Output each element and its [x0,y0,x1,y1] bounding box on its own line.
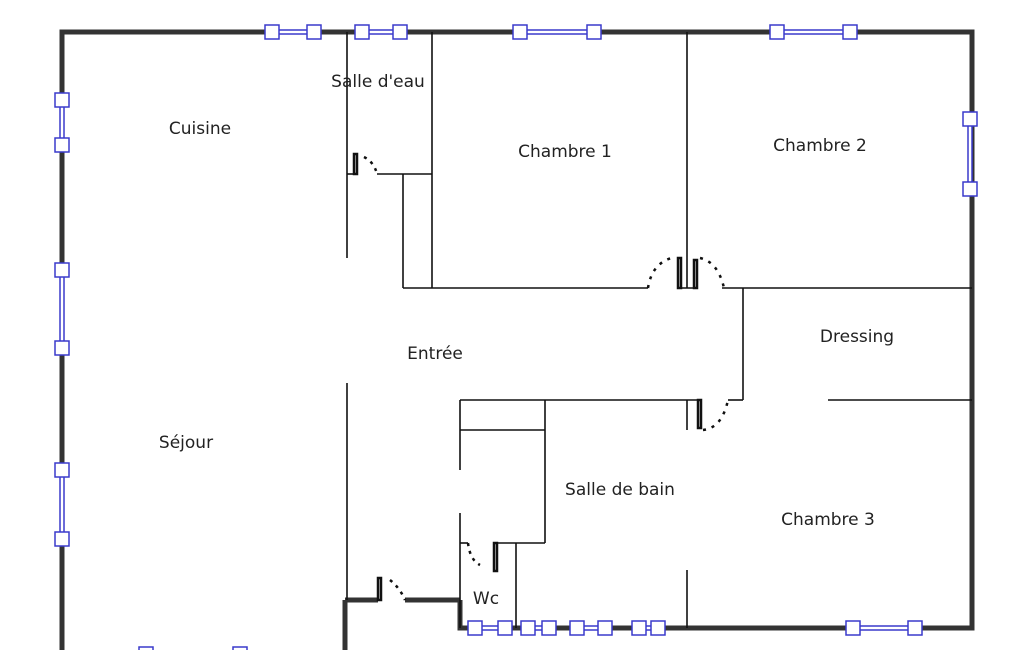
window[interactable] [54,462,70,547]
window[interactable] [467,620,513,636]
window[interactable] [138,646,248,650]
door-chambre2[interactable] [692,256,726,290]
window[interactable] [54,92,70,153]
window[interactable] [962,111,978,197]
room-label-dressing: Dressing [819,327,895,347]
room-label-salle-deau: Salle d'eau [331,72,425,92]
window[interactable] [520,620,557,636]
room-label-chambre2: Chambre 2 [773,136,867,156]
door-wc[interactable] [466,541,499,573]
room-label-wc: Wc [472,589,500,609]
door-salle-deau[interactable] [352,152,379,176]
doors[interactable] [352,152,730,602]
room-label-salle-de-bain: Salle de bain [565,480,675,500]
door-chambre3[interactable] [696,398,730,432]
room-label-chambre3: Chambre 3 [781,510,875,530]
window[interactable] [354,24,408,40]
interior-walls [346,32,972,628]
window[interactable] [264,24,322,40]
window[interactable] [769,24,858,40]
room-label-chambre1: Chambre 1 [518,142,612,162]
door-chambre1[interactable] [646,255,683,290]
window[interactable] [845,620,923,636]
window[interactable] [631,620,666,636]
window[interactable] [54,262,70,356]
room-label-sejour: Séjour [158,433,214,453]
window[interactable] [512,24,602,40]
room-label-cuisine: Cuisine [168,119,232,139]
door-entrance[interactable] [376,576,407,602]
room-label-entree: Entrée [407,344,463,364]
window[interactable] [569,620,613,636]
windows [54,24,978,650]
